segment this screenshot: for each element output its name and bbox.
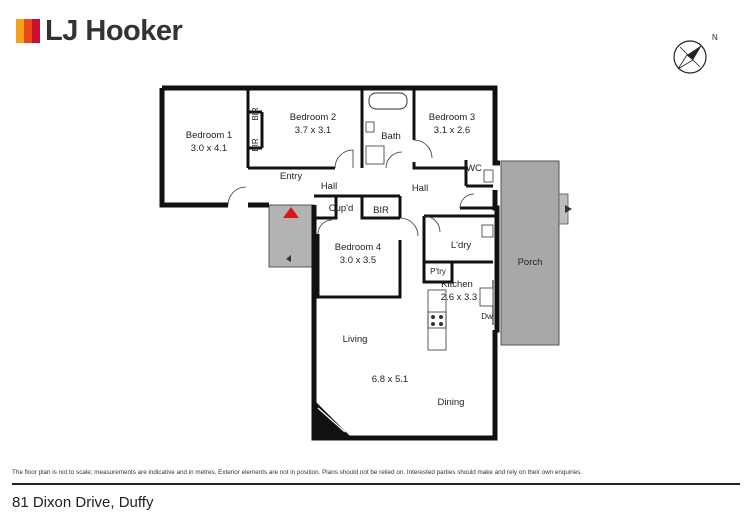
corner-bay (314, 400, 352, 438)
living-label: Living (343, 334, 368, 345)
bathtub-icon (368, 92, 408, 110)
bedroom4-dims: 3.0 x 3.5 (340, 255, 376, 266)
logo-stripe-1 (16, 19, 24, 43)
bath-label: Bath (381, 131, 401, 142)
hall2-label: Hall (412, 183, 428, 194)
porch-deck (500, 160, 560, 346)
divider (12, 483, 740, 485)
interior-walls (246, 88, 497, 299)
bedroom1-name: Bedroom 1 (186, 130, 232, 141)
kitchen-bench (427, 289, 447, 351)
entry-marker-icon (283, 207, 299, 218)
wc-toilet-icon (483, 169, 494, 183)
logo-wordmark: LJ Hooker (45, 15, 183, 47)
kitchen-name: Kitchen (441, 279, 473, 290)
bedroom2-name: Bedroom 2 (290, 112, 336, 123)
property-address: 81 Dixon Drive, Duffy (12, 494, 154, 511)
bir2-label: BIR (251, 138, 260, 152)
cooktop-burners (431, 315, 443, 326)
bedroom3-dims: 3.1 x 2.6 (434, 125, 470, 136)
bir1-label: BIR (251, 107, 260, 121)
bir3-label: BIR (373, 205, 389, 216)
logo-stripes (16, 19, 40, 43)
shower-icon (365, 145, 385, 165)
windows (195, 85, 498, 441)
logo-stripe-2 (24, 19, 32, 43)
lj-hooker-logo: LJ Hooker (16, 15, 183, 47)
kitchen-dims: 2.6 x 3.3 (441, 292, 477, 303)
wc-label: WC (466, 163, 482, 174)
door-swings (227, 139, 475, 237)
toilet-icon (365, 121, 375, 133)
cooktop-icon (427, 311, 447, 329)
laundry-label: L'dry (451, 240, 472, 251)
porch-arrow-icon (565, 205, 572, 213)
porch-label: Porch (518, 257, 543, 268)
compass-icon: N (673, 33, 718, 74)
cupd-label: Cup'd (329, 203, 354, 214)
laundry-tub-icon (481, 224, 494, 238)
living-dims: 6.8 x 5.1 (372, 374, 408, 385)
bedroom3-name: Bedroom 3 (429, 112, 475, 123)
bedroom1-dims: 3.0 x 4.1 (191, 143, 227, 154)
entry-arrow-icon (286, 255, 291, 262)
logo-stripe-3 (32, 19, 40, 43)
disclaimer-text: The floor plan is not to scale; measurem… (12, 469, 583, 476)
entry-label: Entry (280, 171, 302, 182)
dw-label: Dw (481, 312, 493, 321)
pantry-label: P'try (430, 267, 446, 276)
sink-icon (479, 287, 494, 307)
bedroom2-dims: 3.7 x 3.1 (295, 125, 331, 136)
compass-north-label: N (712, 33, 718, 42)
dining-label: Dining (438, 397, 465, 408)
bedroom4-name: Bedroom 4 (335, 242, 381, 253)
hall1-label: Hall (321, 181, 337, 192)
